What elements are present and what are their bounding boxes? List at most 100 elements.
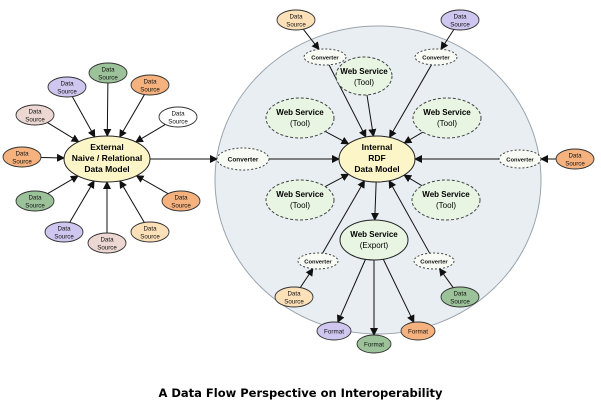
flow-arrow [302,28,320,51]
svg-text:Converter: Converter [228,157,259,164]
svg-text:Data: Data [171,111,185,118]
svg-text:Data Model: Data Model [354,164,399,174]
svg-text:Data: Data [60,81,74,88]
svg-text:Data: Data [287,291,301,298]
flow-arrow [119,94,145,138]
svg-text:Source: Source [450,299,470,306]
svg-text:Data: Data [453,291,467,298]
flow-arrow [371,181,379,222]
svg-text:Source: Source [57,89,77,96]
svg-text:Web Service: Web Service [422,190,470,199]
svg-text:Naive / Relational: Naive / Relational [72,153,142,163]
flow-arrow [119,180,145,223]
flow-arrow [337,259,366,324]
svg-text:Data: Data [100,237,114,244]
format-node: Format [356,334,392,354]
svg-text:(Tool): (Tool) [354,78,374,87]
converter-node: Converter [216,147,270,171]
svg-text:Source: Source [54,234,74,241]
svg-text:Data: Data [174,195,188,202]
data-flow-diagram: External Naive / Relational Data Model I… [2,9,595,354]
svg-text:(Tool): (Tool) [437,119,457,128]
flow-arrow [389,64,432,139]
svg-text:Web Service: Web Service [340,67,388,76]
flow-arrow [135,175,169,195]
svg-text:Web Service: Web Service [423,108,471,117]
service-arrow [366,94,377,138]
converter-node: Converter [297,252,339,270]
svg-text:Data: Data [289,14,303,21]
svg-text:Data: Data [57,226,71,233]
svg-text:(Export): (Export) [360,241,389,250]
diagram-caption: A Data Flow Perspective on Interoperabil… [158,386,443,400]
svg-text:(Tool): (Tool) [436,201,456,210]
svg-text:Data Model: Data Model [84,164,129,174]
svg-text:Source: Source [12,159,32,166]
svg-text:Format: Format [364,342,384,349]
svg-text:Web Service: Web Service [350,230,398,239]
web-service-export: Web Service (Export) [339,219,409,261]
svg-text:Internal: Internal [362,142,393,152]
converter-node: Converter [303,48,347,66]
web-service-tool: Web Service (Tool) [335,56,393,96]
svg-text:Data: Data [101,67,115,74]
svg-text:Source: Source [286,22,306,29]
svg-text:RDF: RDF [368,153,385,163]
svg-text:Format: Format [324,329,344,336]
service-arrow [324,173,350,188]
converter-node: Converter [413,252,455,270]
flow-arrow [47,175,79,195]
flow-arrow [69,180,95,223]
flow-arrow [134,124,166,143]
svg-text:Web Service: Web Service [276,108,324,117]
service-arrow [403,174,423,187]
web-service-tool: Web Service (Tool) [412,97,482,139]
svg-text:Source: Source [140,234,160,241]
svg-text:(Tool): (Tool) [290,119,310,128]
web-service-tool: Web Service (Tool) [265,97,335,139]
flow-arrow [328,64,367,138]
svg-text:Format: Format [408,329,428,336]
svg-text:Converter: Converter [304,260,332,266]
svg-text:Source: Source [25,117,45,124]
svg-text:Data: Data [28,109,42,116]
svg-text:Data: Data [453,14,467,21]
svg-text:Source: Source [284,299,304,306]
svg-text:Converter: Converter [506,158,534,164]
web-service-tool: Web Service (Tool) [411,179,481,221]
svg-text:Data: Data [28,195,42,202]
svg-text:Source: Source [140,87,160,94]
flow-arrow [438,267,454,288]
flow-arrow [322,179,365,254]
converter-node: Converter [498,149,542,169]
svg-text:Source: Source [98,75,118,82]
svg-text:Converter: Converter [422,56,450,62]
web-service-tool: Web Service (Tool) [265,179,335,221]
external-data-model: External Naive / Relational Data Model [63,135,151,183]
flow-arrow [299,267,314,288]
format-node: Format [400,321,436,341]
svg-text:Data: Data [143,226,157,233]
flow-arrow [103,82,112,138]
svg-text:Source: Source [565,161,585,168]
svg-text:Converter: Converter [420,260,448,266]
flow-arrow [388,179,431,254]
svg-text:External: External [90,142,124,152]
flow-arrow [47,122,80,143]
converter-node: Converter [414,48,458,66]
svg-text:Source: Source [97,245,117,252]
format-node: Format [316,321,352,341]
svg-text:Source: Source [450,22,470,29]
